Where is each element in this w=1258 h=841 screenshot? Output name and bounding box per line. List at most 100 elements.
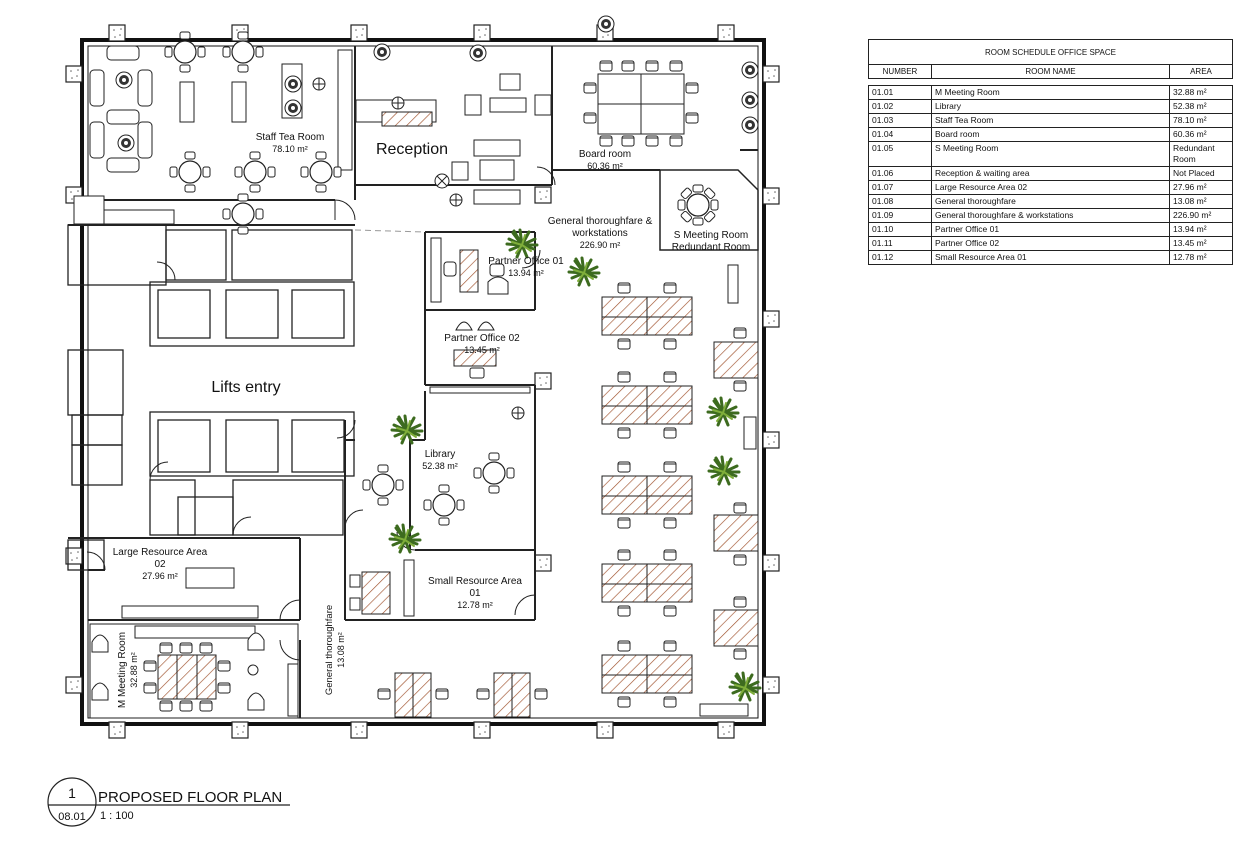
board-room-area: 60.36 m² [587,161,623,171]
row-number: 01.12 [868,250,932,265]
small-resource-name2: 01 [469,588,481,599]
library-name: Library [425,449,456,460]
s-meeting-room-furniture [659,169,759,251]
row-area: 13.94 m² [1169,222,1233,237]
small-resource-name: Small Resource Area [428,576,522,587]
room-schedule-table: ROOM SCHEDULE OFFICE SPACE NUMBER ROOM N… [868,39,1233,265]
m-meeting-room-name: M Meeting Room [117,632,128,708]
row-area: 52.38 m² [1169,99,1233,114]
thoroughfare-area: 13.08 m² [336,632,346,668]
workstations [377,264,759,718]
row-name: Partner Office 01 [931,222,1170,237]
row-name: S Meeting Room [931,141,1170,167]
small-resource-area: 12.78 m² [457,600,493,610]
small-resource-furniture [349,559,415,617]
board-room-name: Board room [579,149,631,160]
row-area: 226.90 m² [1169,208,1233,223]
row-area: 60.36 m² [1169,127,1233,142]
internal-walls [68,46,758,718]
sheet-number: 08.01 [58,811,86,823]
view-number: 1 [68,785,76,801]
row-number: 01.02 [868,99,932,114]
row-number: 01.10 [868,222,932,237]
reception-name: Reception [376,141,448,158]
row-number: 01.08 [868,194,932,209]
m-meeting-room-furniture [89,623,299,719]
reception-furniture [337,49,552,205]
library-area: 52.38 m² [422,461,458,471]
thoroughfare-ws-area: 226.90 m² [580,240,621,250]
header-area: AREA [1169,64,1233,79]
partner-office-01-name: Partner Office 01 [488,256,564,267]
row-number: 01.05 [868,141,932,167]
outer-wall [80,38,766,726]
partner-office-furniture [429,237,531,394]
lifts-entry-name: Lifts entry [211,379,280,396]
row-name: Board room [931,127,1170,142]
large-resource-name2: 02 [154,559,166,570]
drawing-title: PROPOSED FLOOR PLAN [98,789,282,806]
staff-tea-room-name: Staff Tea Room [256,132,325,143]
large-resource-area: 27.96 m² [142,571,178,581]
reception-fixtures [312,15,615,420]
staff-tea-room-area: 78.10 m² [272,144,308,154]
row-area: Redundant Room [1169,141,1233,167]
row-name: Large Resource Area 02 [931,180,1170,195]
tea-room-furniture [73,45,303,225]
schedule-title: ROOM SCHEDULE OFFICE SPACE [868,39,1233,65]
large-resource-name: Large Resource Area [113,547,208,558]
s-meeting-room-name: S Meeting Room [674,230,748,241]
door-swings [86,166,556,661]
s-meeting-room-name2: Redundant Room [672,242,750,253]
row-name: General thoroughfare & workstations [931,208,1170,223]
lift-core [67,224,355,571]
row-number: 01.09 [868,208,932,223]
row-number: 01.11 [868,236,932,251]
large-resource-furniture [121,567,259,619]
partner-office-01-area: 13.94 m² [508,268,544,278]
row-name: Library [931,99,1170,114]
row-name: Small Resource Area 01 [931,250,1170,265]
row-area: 12.78 m² [1169,250,1233,265]
row-number: 01.06 [868,166,932,181]
drawing-scale: 1 : 100 [100,810,134,822]
row-area: 13.08 m² [1169,194,1233,209]
row-name: Staff Tea Room [931,113,1170,128]
partner-office-02-name: Partner Office 02 [444,333,520,344]
row-name: Reception & waiting area [931,166,1170,181]
thoroughfare-ws-name: General thoroughfare & [548,216,653,227]
row-name: M Meeting Room [931,85,1170,100]
row-area: 27.96 m² [1169,180,1233,195]
row-number: 01.07 [868,180,932,195]
row-name: General thoroughfare [931,194,1170,209]
thoroughfare-name: General thoroughfare [324,605,335,695]
inner-wall-line [87,45,759,719]
row-name: Partner Office 02 [931,236,1170,251]
row-area: Not Placed [1169,166,1233,181]
row-number: 01.04 [868,127,932,142]
row-area: 13.45 m² [1169,236,1233,251]
view-title-marker: 1 08.01 PROPOSED FLOOR PLAN 1 : 100 [47,777,290,827]
m-meeting-room-area: 32.88 m² [129,652,139,688]
header-number: NUMBER [868,64,932,79]
glazing-line [354,229,426,233]
partner-office-02-area: 13.45 m² [464,345,500,355]
thoroughfare-ws-name2: workstations [571,228,628,239]
row-area: 32.88 m² [1169,85,1233,100]
header-room-name: ROOM NAME [931,64,1170,79]
row-area: 78.10 m² [1169,113,1233,128]
row-number: 01.01 [868,85,932,100]
